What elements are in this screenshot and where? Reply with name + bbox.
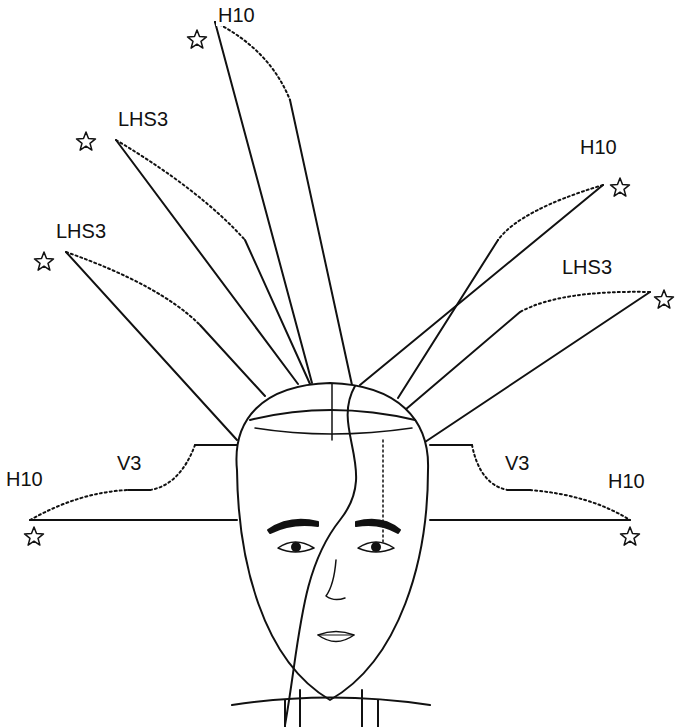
elevation-label: V3 <box>503 452 531 474</box>
mannequin-head <box>232 383 430 727</box>
star-markers <box>25 30 674 545</box>
star-marker <box>35 252 54 270</box>
elevation-label: H10 <box>606 470 647 492</box>
star-marker <box>621 527 640 545</box>
elevation-label: H10 <box>216 4 257 26</box>
elevation-label: LHS3 <box>54 220 108 242</box>
star-marker <box>188 30 207 48</box>
star-marker <box>77 132 96 150</box>
elevation-label: LHS3 <box>116 108 170 130</box>
star-marker <box>611 178 630 196</box>
elevation-label: H10 <box>4 468 45 490</box>
star-marker <box>655 290 674 308</box>
elevation-label: H10 <box>578 136 619 158</box>
elevation-label: LHS3 <box>560 256 614 278</box>
elevation-label: V3 <box>115 452 143 474</box>
star-marker <box>25 527 44 545</box>
